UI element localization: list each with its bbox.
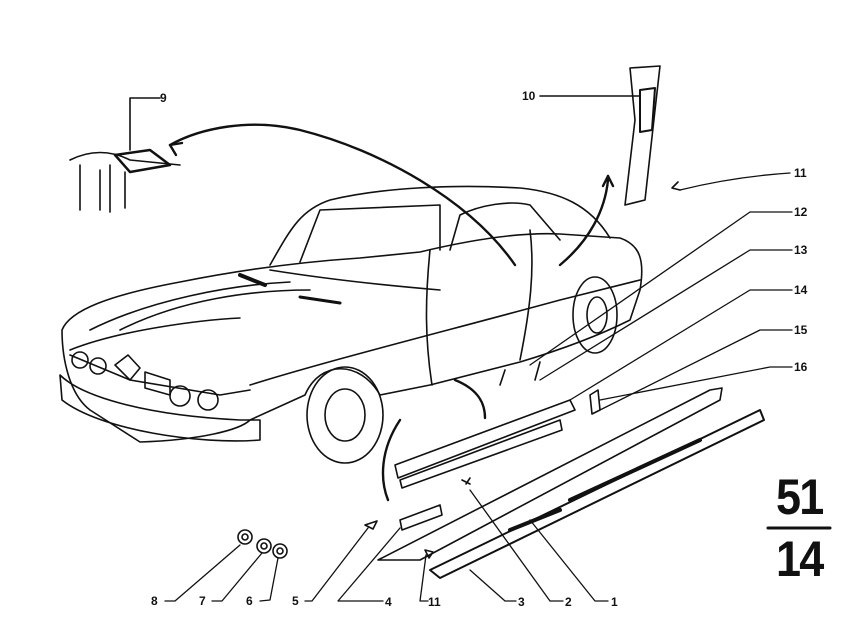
leader-lines <box>164 172 793 602</box>
group-number: 51 <box>776 469 824 525</box>
callout-2: 2 <box>565 595 572 609</box>
callout-9: 9 <box>160 91 167 105</box>
callout-3: 3 <box>518 595 525 609</box>
car-body-outline <box>59 185 643 464</box>
callout-16: 16 <box>794 360 808 374</box>
part-10-pillar <box>539 65 661 206</box>
callout-15: 15 <box>794 323 808 337</box>
callout-5: 5 <box>292 594 299 608</box>
callout-11: 11 <box>794 166 807 180</box>
inset-part-9 <box>69 97 181 213</box>
callout-13: 13 <box>794 243 808 257</box>
assembly-arrows <box>168 123 615 502</box>
callout-1: 1 <box>611 595 618 609</box>
callout-11-bottom: 11 <box>428 595 441 609</box>
callout-6: 6 <box>246 594 253 608</box>
nuts-6-7-8 <box>237 529 288 559</box>
callout-12: 12 <box>794 205 808 219</box>
callout-7: 7 <box>199 594 206 608</box>
callout-10: 10 <box>522 89 536 103</box>
callout-4: 4 <box>385 595 392 609</box>
callout-8: 8 <box>151 594 158 608</box>
page-number: 14 <box>776 531 824 587</box>
sill-parts <box>364 181 765 579</box>
callout-14: 14 <box>794 283 808 297</box>
